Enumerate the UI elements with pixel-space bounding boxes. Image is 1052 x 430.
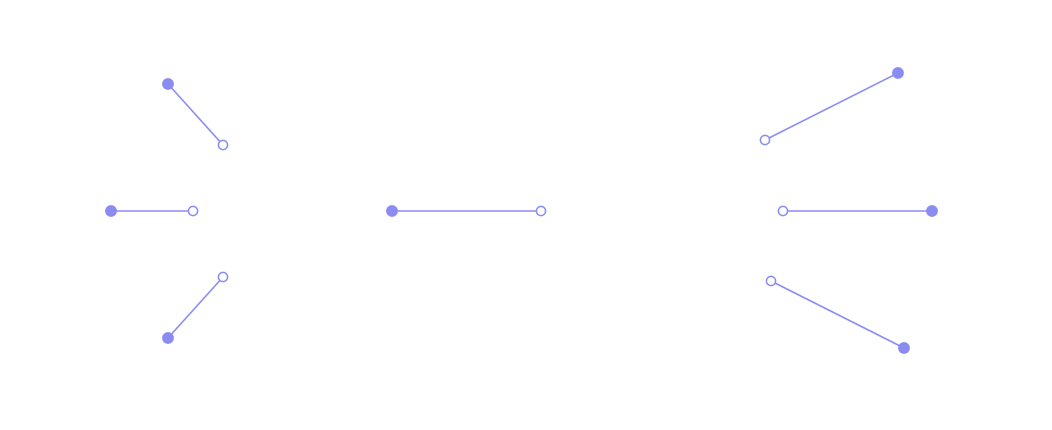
connector-line: [167, 83, 224, 146]
connector-right-fan-middle: [777, 205, 938, 217]
connector-line: [167, 276, 224, 339]
connector-right-fan-lower: [765, 275, 910, 354]
filled-endpoint-handle[interactable]: [162, 332, 174, 344]
filled-endpoint-handle[interactable]: [386, 205, 398, 217]
filled-endpoint-handle[interactable]: [162, 78, 174, 90]
filled-endpoint-handle[interactable]: [898, 342, 910, 354]
filled-endpoint-handle[interactable]: [892, 67, 904, 79]
connector-left-fan-lower: [162, 271, 229, 344]
hollow-endpoint-handle[interactable]: [217, 139, 229, 151]
connector-left-fan-upper: [162, 78, 229, 151]
hollow-endpoint-handle[interactable]: [759, 134, 771, 146]
hollow-endpoint-handle[interactable]: [535, 205, 547, 217]
hollow-endpoint-handle[interactable]: [765, 275, 777, 287]
connector-right-fan-upper: [759, 67, 904, 146]
filled-endpoint-handle[interactable]: [926, 205, 938, 217]
connector-left-fan-middle: [105, 205, 199, 217]
connector-line: [764, 72, 899, 141]
hollow-endpoint-handle[interactable]: [217, 271, 229, 283]
connector-center-single: [386, 205, 547, 217]
hollow-endpoint-handle[interactable]: [777, 205, 789, 217]
connector-line: [770, 280, 905, 349]
hollow-endpoint-handle[interactable]: [187, 205, 199, 217]
filled-endpoint-handle[interactable]: [105, 205, 117, 217]
